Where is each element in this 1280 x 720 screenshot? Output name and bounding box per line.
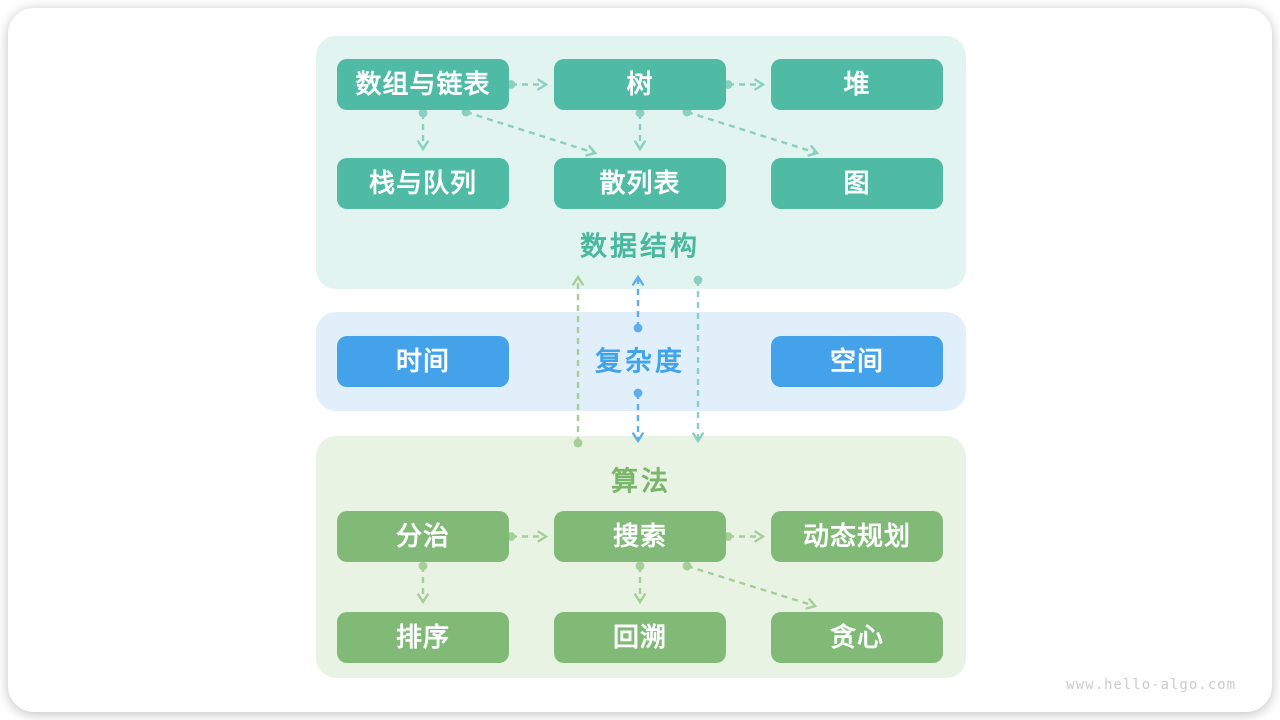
node-graph: 图 [771,158,943,209]
node-divide-and-conquer: 分治 [337,511,509,562]
node-stack-queue: 栈与队列 [337,158,509,209]
node-tree: 树 [554,59,726,110]
node-search: 搜索 [554,511,726,562]
node-space: 空间 [771,336,943,387]
node-hash-table: 散列表 [554,158,726,209]
site-watermark: www.hello-algo.com [1066,677,1236,693]
node-greedy: 贪心 [771,612,943,663]
node-dynamic-programming: 动态规划 [771,511,943,562]
node-heap: 堆 [771,59,943,110]
label-complexity: 复杂度 [595,346,685,378]
node-sorting: 排序 [337,612,509,663]
label-data-structures: 数据结构 [580,231,700,263]
node-arrays-linked-lists: 数组与链表 [337,59,509,110]
label-algorithms: 算法 [611,466,671,498]
node-backtracking: 回溯 [554,612,726,663]
node-time: 时间 [337,336,509,387]
